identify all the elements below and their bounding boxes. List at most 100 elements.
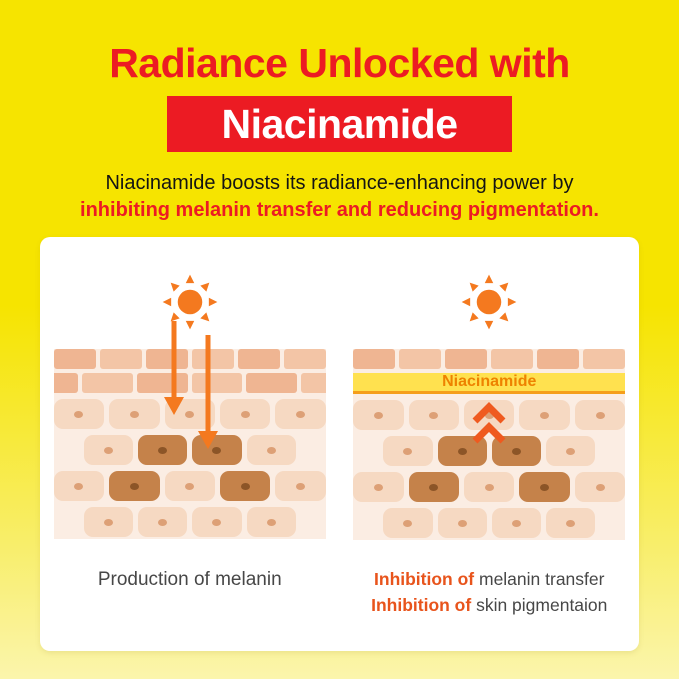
skin-surface-bricks xyxy=(53,349,326,393)
cell-nucleus xyxy=(212,446,222,454)
skin-cell xyxy=(574,400,626,430)
niacinamide-band: Niacinamide xyxy=(353,373,626,394)
page-title: Radiance Unlocked with xyxy=(109,40,570,86)
skin-cell xyxy=(138,507,188,537)
skin-surface-brick xyxy=(353,349,396,369)
cell-nucleus xyxy=(595,483,605,491)
skin-surface-bricks xyxy=(353,349,626,369)
cell-nucleus xyxy=(429,411,439,419)
melanin-cell xyxy=(138,435,188,465)
skin-cell xyxy=(574,472,626,502)
skin-cell xyxy=(164,471,215,501)
skin-cell xyxy=(464,472,515,502)
highlight-banner: Niacinamide xyxy=(167,96,512,152)
cell-nucleus xyxy=(403,447,413,455)
skin-cell xyxy=(246,435,296,465)
cell-nucleus xyxy=(158,446,168,454)
niacinamide-band-label: Niacinamide xyxy=(442,373,537,390)
skin-surface-brick xyxy=(191,373,243,393)
skin-cell xyxy=(383,508,433,538)
cell-nucleus xyxy=(403,519,413,527)
brick-row xyxy=(53,373,326,393)
melanin-cell xyxy=(219,471,271,501)
skin-surface-brick xyxy=(99,349,142,369)
sun-icon xyxy=(162,274,218,330)
skin-cell xyxy=(219,399,271,429)
cell-nucleus xyxy=(266,446,276,454)
cell-nucleus xyxy=(240,482,250,490)
cell-nucleus xyxy=(457,447,467,455)
cell-nucleus xyxy=(212,518,222,526)
brick-row xyxy=(53,349,326,369)
cell-nucleus xyxy=(266,518,276,526)
skin-cell xyxy=(546,436,596,466)
skin-cell xyxy=(53,399,105,429)
skin-cell xyxy=(192,507,242,537)
cell-nucleus xyxy=(511,447,521,455)
skin-surface-brick xyxy=(246,373,298,393)
caption-inhibition-rest-1: melanin transfer xyxy=(474,569,605,589)
caption-inhibition: Inhibition of melanin transfer Inhibitio… xyxy=(371,566,607,618)
skin-diagram-left xyxy=(53,321,326,539)
skin-cell-rows xyxy=(53,399,326,539)
skin-cell-row xyxy=(353,400,626,430)
skin-cell-row xyxy=(383,436,596,466)
skin-surface-brick xyxy=(53,349,96,369)
skin-cell xyxy=(353,400,404,430)
cell-nucleus xyxy=(484,411,494,419)
skin-surface-brick xyxy=(145,349,188,369)
cell-nucleus xyxy=(296,410,306,418)
cell-nucleus xyxy=(540,483,550,491)
cell-nucleus xyxy=(74,410,84,418)
skin-cell xyxy=(408,400,460,430)
cell-nucleus xyxy=(74,482,84,490)
skin-cell xyxy=(275,471,326,501)
cell-nucleus xyxy=(103,446,113,454)
caption-inhibition-emphasis-1: Inhibition of xyxy=(374,569,475,589)
subtitle-line2: inhibiting melanin transfer and reducing… xyxy=(80,199,599,221)
cell-nucleus xyxy=(158,518,168,526)
skin-surface-brick xyxy=(399,349,442,369)
cell-nucleus xyxy=(129,410,139,418)
panel-melanin-production: Production of melanin xyxy=(40,237,340,651)
melanin-cell xyxy=(437,436,487,466)
cell-nucleus xyxy=(129,482,139,490)
cell-nucleus xyxy=(103,518,113,526)
skin-cell-row xyxy=(353,472,626,502)
comparison-card: Production of melanin xyxy=(40,237,639,651)
cell-nucleus xyxy=(511,519,521,527)
skin-cell xyxy=(491,508,541,538)
melanin-cell xyxy=(109,471,160,501)
skin-cell xyxy=(519,400,570,430)
skin-cell xyxy=(164,399,215,429)
cell-nucleus xyxy=(240,410,250,418)
panel-melanin-inhibition: Niacinamide Inhibition of melanin transf… xyxy=(340,237,640,651)
melanin-cell xyxy=(491,436,541,466)
skin-cell-rows xyxy=(353,400,626,540)
skin-cell xyxy=(546,508,596,538)
cell-nucleus xyxy=(373,483,383,491)
skin-cell xyxy=(246,507,296,537)
skin-cell-row xyxy=(53,471,326,501)
skin-cell xyxy=(353,472,404,502)
header: Radiance Unlocked with Niacinamide Niaci… xyxy=(0,40,679,222)
skin-surface-brick xyxy=(53,373,79,393)
caption-production: Production of melanin xyxy=(97,569,282,590)
cell-nucleus xyxy=(185,410,195,418)
subtitle-line1: Niacinamide boosts its radiance-enhancin… xyxy=(105,172,574,194)
melanin-cell xyxy=(519,472,570,502)
skin-surface-brick xyxy=(191,349,234,369)
skin-surface-brick xyxy=(445,349,488,369)
cell-nucleus xyxy=(296,482,306,490)
caption-inhibition-emphasis-2: Inhibition of xyxy=(371,595,472,615)
skin-cell-row xyxy=(83,507,296,537)
melanin-cell xyxy=(408,472,460,502)
skin-cell xyxy=(83,507,133,537)
skin-surface-brick xyxy=(301,373,326,393)
brick-row xyxy=(353,349,626,369)
skin-surface-brick xyxy=(491,349,534,369)
highlight-banner-label: Niacinamide xyxy=(221,101,458,147)
skin-cell-row xyxy=(83,435,296,465)
sun-icon xyxy=(461,274,517,330)
